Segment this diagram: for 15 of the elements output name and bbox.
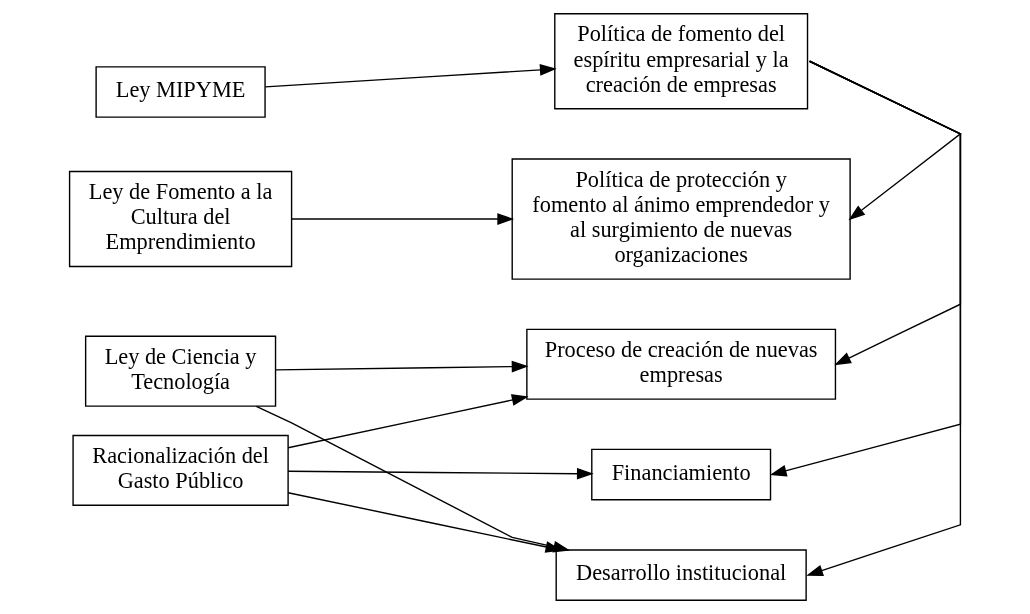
arrow (287, 467, 594, 480)
node-box: Financiamiento (591, 448, 772, 501)
node-box: Política de protección y fomento al ánimo emprendedor y al surgimiento de nuevas organizaciones (511, 158, 851, 280)
arrow (274, 360, 529, 373)
arrow (806, 60, 962, 577)
arrow (291, 213, 515, 225)
node-box: Desarrollo institucional (555, 549, 807, 601)
node-box: Política de fomento del espíritu empresarial y la creación de empresas (554, 13, 809, 110)
node-box: Proceso de creación de nuevas empresas (526, 328, 837, 400)
node-box: Ley de Fomento a la Cultura del Emprendimiento (68, 170, 293, 268)
node-box: Ley de Ciencia y Tecnología (84, 335, 277, 407)
node-box: Racionalización del Gasto Público (72, 434, 289, 506)
arrow (264, 64, 557, 88)
arrow (287, 394, 529, 449)
node-box: Ley MIPYME (95, 66, 266, 118)
